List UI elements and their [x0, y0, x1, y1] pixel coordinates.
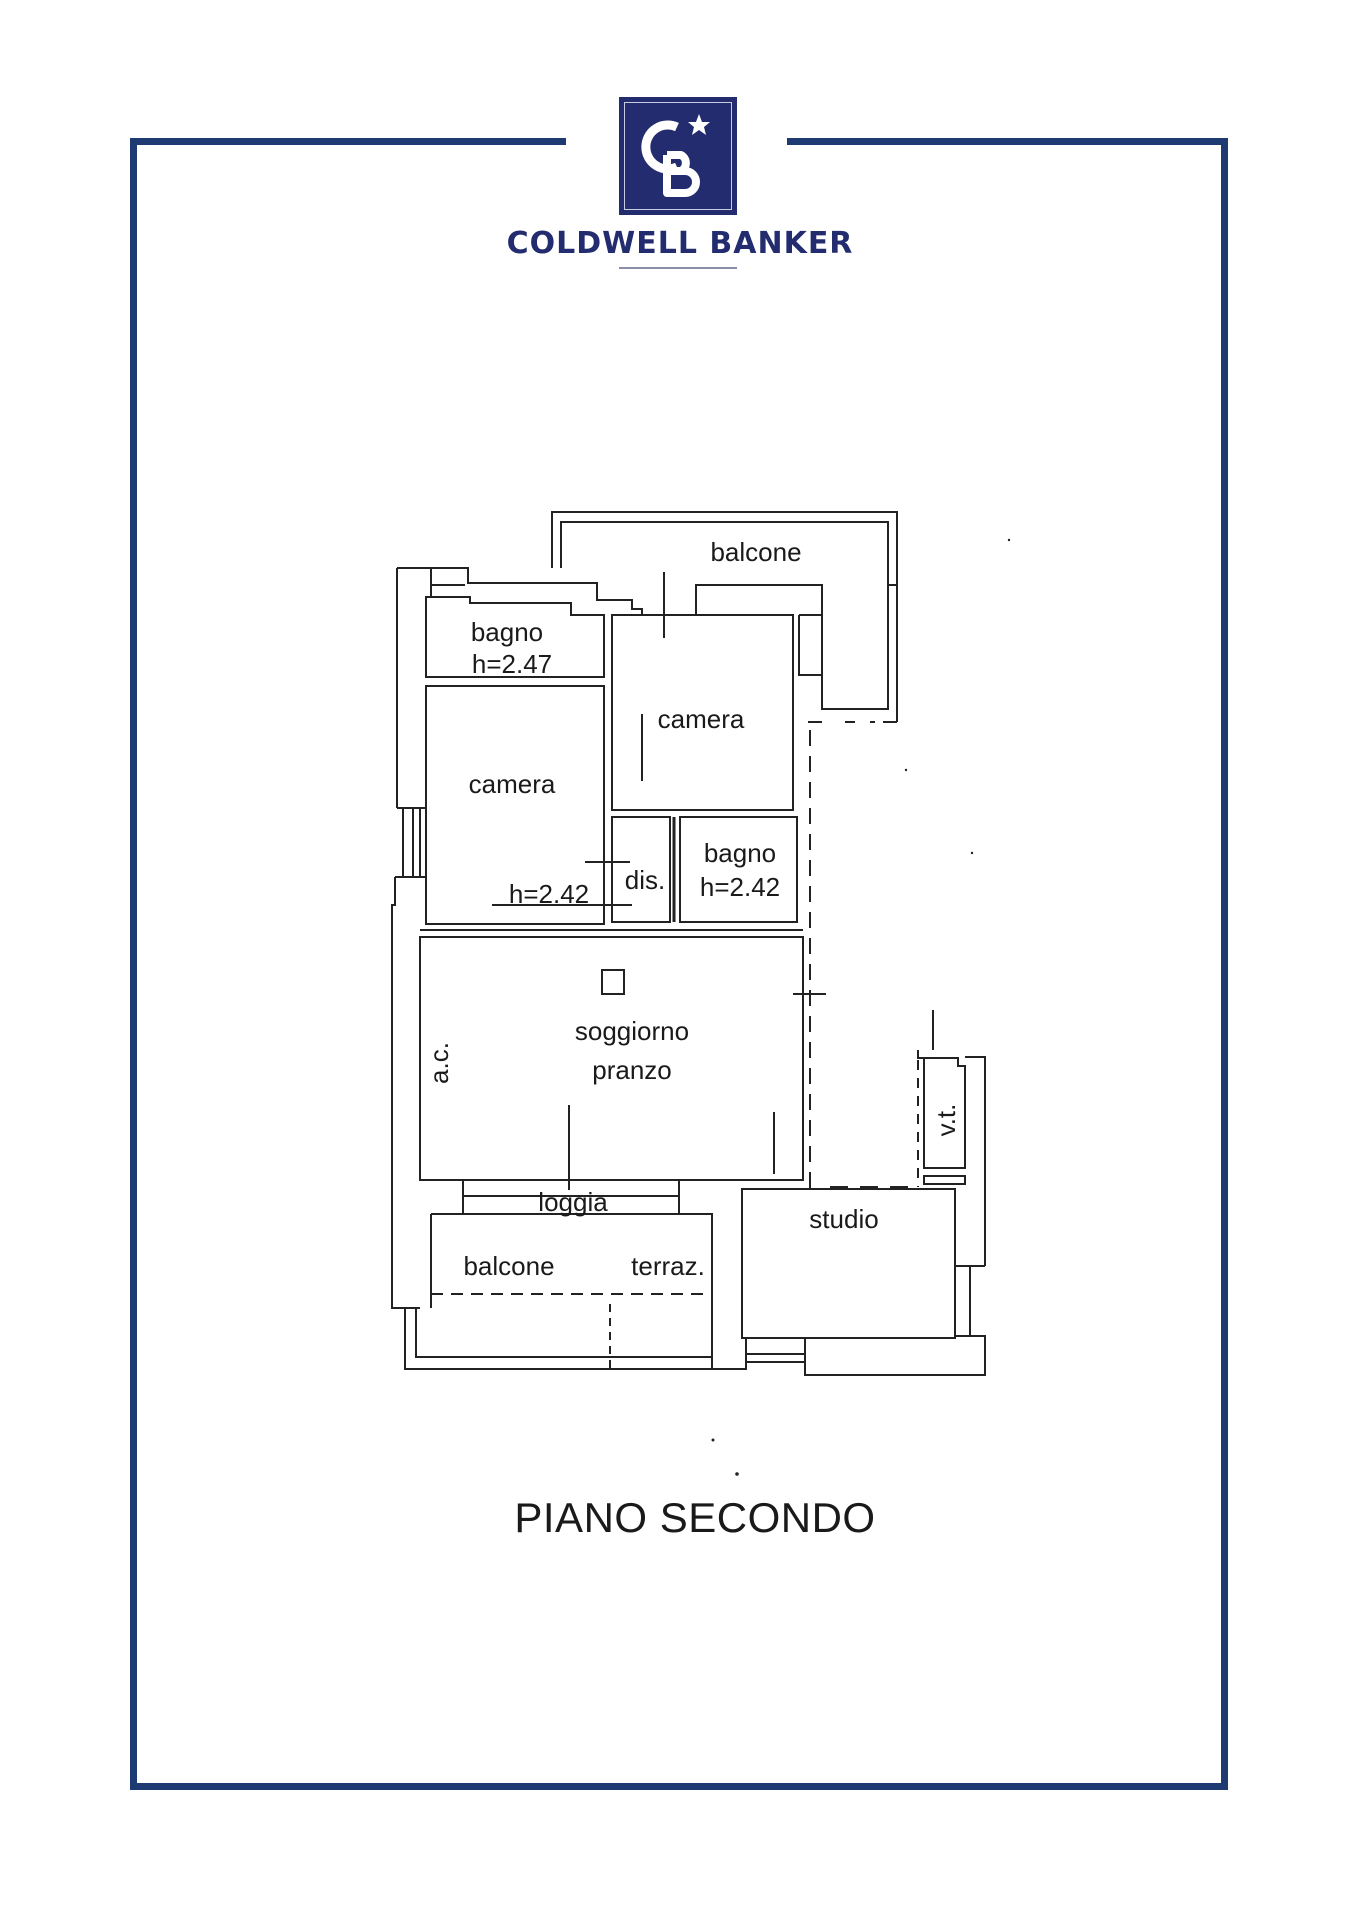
room-label-loggia: loggia: [538, 1187, 608, 1217]
room-label-camera-1: camera: [469, 769, 556, 799]
frame-left: [130, 138, 137, 1790]
column-icon: [601, 969, 625, 995]
floor-title: PIANO SECONDO: [514, 1494, 876, 1541]
room-height-bagno-1: h=2.47: [472, 649, 552, 679]
room-label-balcone-bottom: balcone: [463, 1251, 554, 1281]
room-label-dis: dis.: [625, 865, 665, 895]
room-label-ac: a.c.: [424, 1042, 454, 1084]
brand-underline: [619, 267, 737, 269]
room-height-camera-1: h=2.42: [509, 879, 589, 909]
frame-top-right: [787, 138, 1228, 145]
frame-top-left: [130, 138, 566, 145]
room-label-studio: studio: [809, 1204, 878, 1234]
frame-bottom: [130, 1783, 1228, 1790]
room-label-balcone-top: balcone: [710, 537, 801, 567]
room-label-camera-2: camera: [658, 704, 745, 734]
room-label-soggiorno: soggiorno: [575, 1016, 689, 1046]
cb-monogram-icon: [641, 114, 710, 197]
room-label-bagno-2: bagno: [704, 838, 776, 868]
star-icon: [688, 114, 710, 135]
frame-right: [1221, 138, 1228, 1790]
brand-name: COLDWELL BANKER: [506, 226, 854, 261]
room-label-terrazzo: terraz.: [631, 1251, 705, 1281]
room-height-bagno-2: h=2.42: [700, 872, 780, 902]
brand-logo: [619, 97, 737, 215]
room-label-vt: v.t.: [931, 1104, 961, 1137]
room-label-bagno-1: bagno: [471, 617, 543, 647]
room-label-pranzo: pranzo: [592, 1055, 672, 1085]
